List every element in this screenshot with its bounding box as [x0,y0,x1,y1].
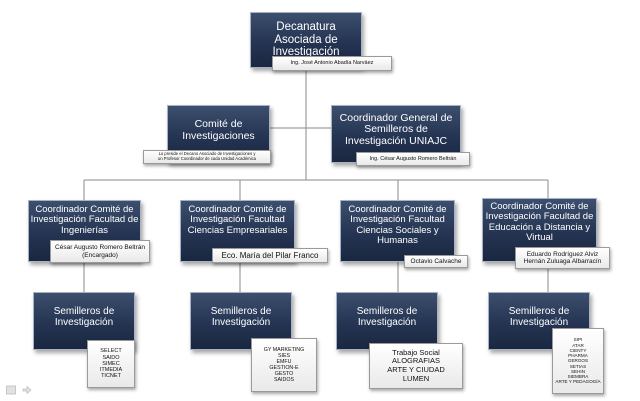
general-coordinator-person-label: Ing. César Augusto Romero Beltrán [356,152,470,166]
seedbed-node-1: Semilleros de Investigación [33,292,135,350]
seedbed-group: ARTE Y PEDAGOGÍA [555,379,601,385]
seedbed-group: ATAR [572,342,584,348]
faculty-coordinator-title: Coordinador Comité de Investigación Facu… [485,201,594,244]
root-person-label: Ing. José Antonio Abadía Narváez [272,56,392,71]
seedbed-group: SIPI [573,337,583,343]
seedbed-group: GESTION-E [269,365,299,371]
seedbed-title: Semilleros de Investigación [356,306,418,328]
seedbed-group: Trabajo Social [392,347,440,357]
seedbed-groups-list: SELECT SAIDO SIMEC ITMEDIA TICNET [87,340,135,388]
seedbed-group: GY MARKETING [263,346,305,353]
seedbed-group: TICNET [101,373,121,380]
general-coordinator-person: Ing. César Augusto Romero Beltrán [369,155,457,162]
seedbed-group: SIEMBRA [567,374,589,380]
seedbed-group: SIMEC [102,360,120,367]
seedbed-title: Semilleros de Investigación [53,306,115,328]
seedbed-groups-list: GY MARKETING SIES EMFU GESTION-E GESTO S… [251,338,317,392]
seedbed-group: EMFU [276,358,292,365]
faculty-coordinator-person: Octavio Calvache [410,257,462,265]
faculty-coordinator-person: (Encargado) [82,251,118,259]
faculty-coordinator-person: Hernán Zuluaga Albarracín [523,258,602,265]
committee-note: Lo preside el Decano Asociado de Investi… [143,150,271,164]
seedbed-group: GESTO [274,371,294,378]
seedbed-group: ALOGRAFIAS [392,356,440,366]
seedbed-node-3: Semilleros de Investigación [336,292,438,350]
committee-note-line: un Profesor Coordinador de cada Unidad A… [157,156,256,161]
slide-menu-icon[interactable] [6,385,16,395]
seedbed-group: SELECT [100,348,122,355]
faculty-coordinator-person: Eduardo Rodríguez Alviz [526,250,599,258]
root-person: Ing. José Antonio Abadía Narváez [290,60,374,67]
seedbed-group: SAIDO [102,354,120,361]
seedbed-group: SAIDOS [273,377,295,384]
faculty-coordinator-person-label: César Augusto Romero Beltrán (Encargado) [50,240,150,263]
seedbed-title: Semilleros de Investigación [508,306,570,328]
next-slide-icon[interactable] [22,385,32,395]
faculty-coordinator-title: Coordinador Comité de Investigación Facu… [30,204,139,236]
faculty-coordinator-person-label: Octavio Calvache [404,255,468,268]
root-title: Decanatura Asociada de Investigación [272,21,340,59]
seedbed-group: SEHIN [570,368,586,374]
seedbed-group: ARTE Y CIUDAD [387,365,445,374]
faculty-coordinator-person-label: Eco. María del Pilar Franco [212,248,328,263]
seedbed-group: ITMEDIA [99,367,123,374]
seedbed-groups-list: Trabajo Social ALOGRAFIAS ARTE Y CIUDAD … [369,343,463,389]
committee-note-line: Lo preside el Decano Asociado de Investi… [158,151,256,157]
seedbed-group: LUMEN [402,373,430,383]
general-coordinator-title: Coordinador General de Semilleros de Inv… [339,111,453,147]
seedbed-group: GERGOS [567,358,589,364]
seedbed-groups-list: SIPI ATAR CIENTY PHARMA GERGOS SETIAS SE… [552,328,604,394]
seedbed-group: PHARMA [568,353,588,359]
seedbed-title: Semilleros de Investigación [210,306,272,328]
faculty-coordinator-title: Coordinador Comité de Investigación Facu… [348,204,447,247]
faculty-coordinator-person: Eco. María del Pilar Franco [221,250,319,260]
seedbed-group: CIENTY [569,347,587,353]
committee-title: Comité de Investigaciones [182,118,255,142]
faculty-coordinator-title: Coordinador Comité de Investigación Facu… [187,204,288,236]
faculty-coordinator-person: César Augusto Romero Beltrán [55,244,145,252]
faculty-coordinator-3: Coordinador Comité de Investigación Facu… [340,200,455,262]
seedbed-group: SIES [277,352,291,359]
seedbed-group: SETIAS [569,363,587,369]
faculty-coordinator-person-label: Eduardo Rodríguez Alviz Hernán Zuluaga A… [515,247,610,269]
